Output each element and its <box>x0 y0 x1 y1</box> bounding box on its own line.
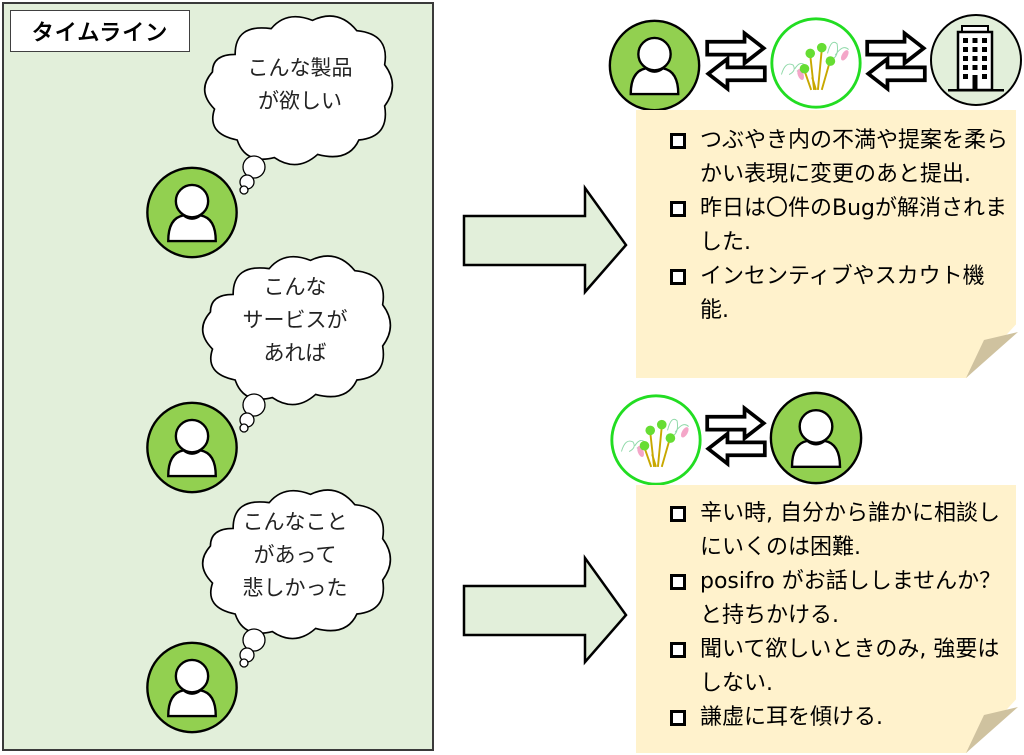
exchange-arrows-icon <box>704 400 768 472</box>
thought-bubble-dots <box>239 155 266 195</box>
note-list: つぶやき内の不満や提案を柔らかい表現に変更のあと提出. 昨日は〇件のBugが解消… <box>660 124 1010 328</box>
checkbox-icon <box>670 710 686 726</box>
right-arrow-icon <box>462 554 628 666</box>
user-avatar-icon <box>146 166 238 259</box>
thought-text: こんな サービスが あれば <box>242 274 348 365</box>
note-item: 昨日は〇件のBugが解消されました. <box>660 192 1010 260</box>
checkbox-icon <box>670 133 686 149</box>
sticky-note: 辛い時, 自分から誰かに相談しにいくのは困難. posifro がお話ししません… <box>636 485 1016 753</box>
user-icon <box>769 391 863 485</box>
checkbox-icon <box>670 269 686 285</box>
note-item: つぶやき内の不満や提案を柔らかい表現に変更のあと提出. <box>660 124 1010 192</box>
note-item: 聞いて欲しいときのみ, 強要はしない. <box>660 633 1010 701</box>
user-avatar-icon <box>146 401 238 494</box>
user-icon <box>608 19 701 112</box>
user-avatar-icon <box>146 641 238 734</box>
exchange-arrows-icon <box>704 25 768 97</box>
note-item: 辛い時, 自分から誰かに相談しにいくのは困難. <box>660 497 1010 565</box>
checkbox-icon <box>670 201 686 217</box>
note-item: 謙虚に耳を傾ける. <box>660 701 1010 735</box>
checkbox-icon <box>670 642 686 658</box>
checkbox-icon <box>670 574 686 590</box>
posifro-logo-icon <box>770 17 862 109</box>
note-list: 辛い時, 自分から誰かに相談しにいくのは困難. posifro がお話ししません… <box>660 497 1010 735</box>
company-building-icon <box>930 14 1022 106</box>
right-arrow-icon <box>462 184 628 296</box>
note-item: インセンティブやスカウト機能. <box>660 260 1010 328</box>
thought-text: こんなこと があって 悲しかった <box>242 509 348 600</box>
thought-text: こんな製品 が欲しい <box>247 56 353 113</box>
sticky-fold <box>966 707 1018 753</box>
checkbox-icon <box>670 506 686 522</box>
sticky-fold <box>966 332 1018 378</box>
posifro-logo-icon <box>610 394 702 486</box>
note-item: posifro がお話ししませんか？と持ちかける. <box>660 565 1010 633</box>
thought-bubble-dots <box>239 628 266 668</box>
timeline-title: タイムライン <box>10 10 190 52</box>
thought-bubble-dots <box>239 393 266 433</box>
exchange-arrows-icon <box>864 25 928 97</box>
sticky-note: つぶやき内の不満や提案を柔らかい表現に変更のあと提出. 昨日は〇件のBugが解消… <box>636 110 1016 378</box>
